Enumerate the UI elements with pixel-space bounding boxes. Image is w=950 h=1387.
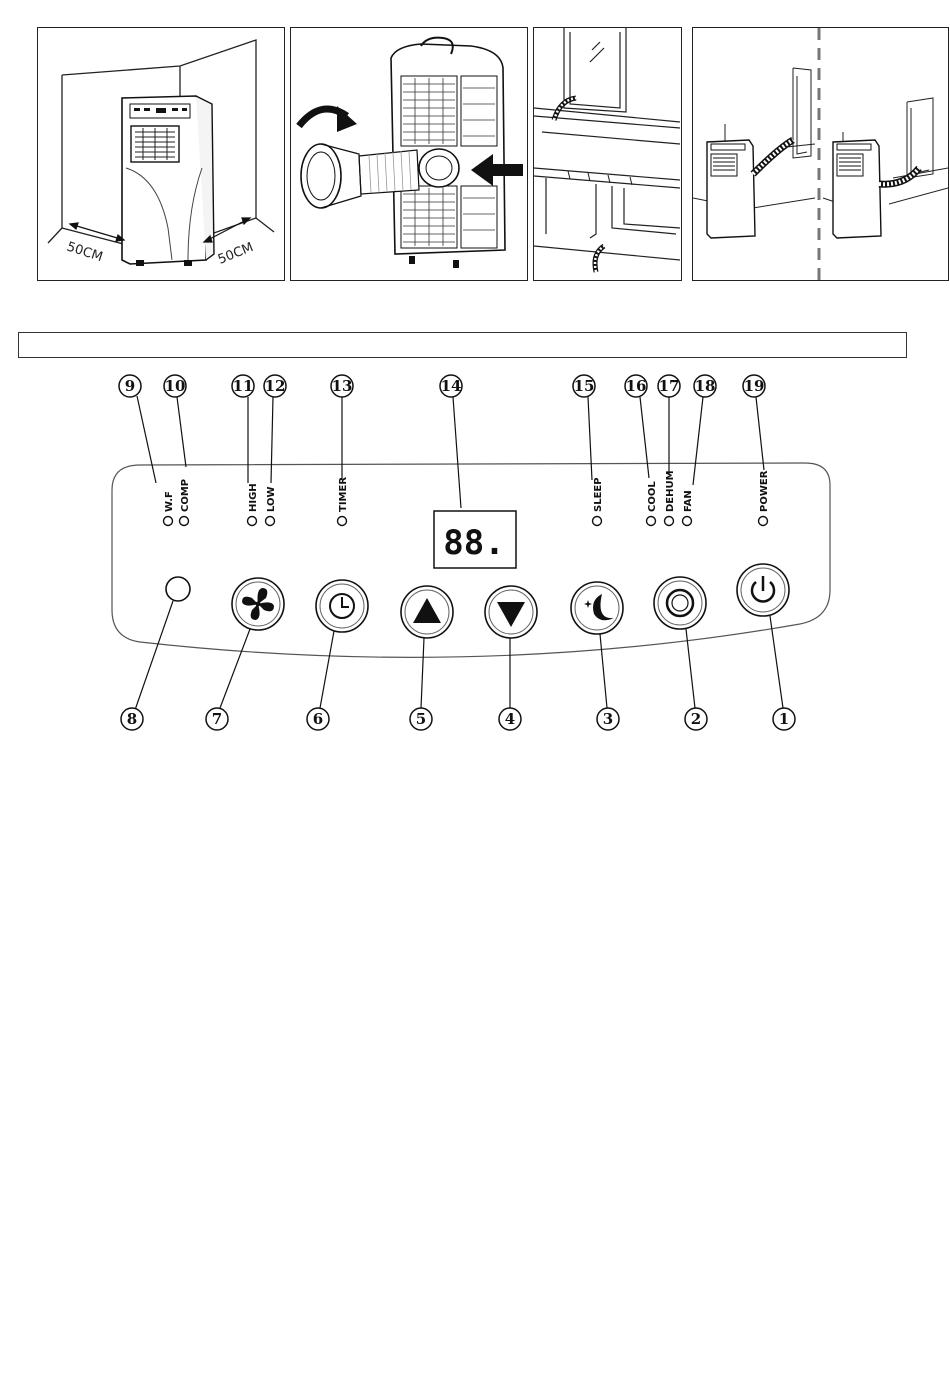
svg-text:12: 12 [265,377,286,395]
control-panel-diagram: 9 10 11 12 13 14 15 16 17 [0,360,950,740]
clearance-left-label: 50CM [65,240,105,266]
svg-text:1: 1 [779,710,789,728]
svg-text:SLEEP: SLEEP [593,477,604,512]
svg-text:16: 16 [626,377,647,395]
svg-text:LOW: LOW [266,486,277,512]
figure-exhaust-install [290,27,528,281]
svg-text:HIGH: HIGH [248,483,259,512]
svg-text:2: 2 [691,710,701,728]
svg-text:10: 10 [165,377,186,395]
up-button[interactable] [401,586,453,638]
svg-text:88.: 88. [443,523,504,563]
rotate-arrowhead-icon [337,106,357,132]
figure-placement: 50CM 50CM [37,27,285,281]
svg-text:POWER: POWER [759,470,770,512]
svg-text:W.F: W.F [164,491,175,512]
drain-hose-lower [595,246,604,272]
svg-text:17: 17 [659,377,680,395]
clearance-right-label: 50CM [216,240,256,268]
svg-text:DEHUM: DEHUM [665,470,676,512]
svg-text:13: 13 [332,377,353,395]
figure-window-detail [533,27,682,281]
svg-text:5: 5 [416,710,426,728]
svg-text:FAN: FAN [683,490,694,512]
callout-19: 19 [743,375,765,470]
down-button[interactable] [485,586,537,638]
digital-display: 88. [434,511,516,568]
mode-button[interactable] [654,577,706,629]
callout-17: 17 [658,375,680,474]
svg-text:8: 8 [127,710,137,728]
figure-hose-routing [692,27,949,281]
receiver-button[interactable] [166,577,190,601]
unit-left [707,140,793,238]
fan-speed-button[interactable] [232,578,284,630]
unit-right [833,140,919,238]
svg-text:11: 11 [233,377,254,395]
power-button[interactable] [737,564,789,616]
svg-text:9: 9 [125,377,135,395]
section-title-bar [18,332,907,358]
callout-16: 16 [625,375,649,478]
svg-text:18: 18 [695,377,716,395]
svg-text:4: 4 [505,710,515,728]
callout-2: 2 [685,629,707,730]
svg-text:COMP: COMP [180,479,191,512]
svg-text:COOL: COOL [647,481,658,512]
air-conditioner-unit [122,96,214,266]
callout-1: 1 [770,616,795,730]
svg-text:19: 19 [744,377,765,395]
svg-text:6: 6 [313,710,323,728]
timer-button[interactable] [316,580,368,632]
svg-text:7: 7 [212,710,222,728]
svg-text:15: 15 [574,377,595,395]
sleep-button[interactable] [571,582,623,634]
svg-text:TIMER: TIMER [338,477,349,512]
svg-text:3: 3 [603,710,613,728]
svg-text:14: 14 [441,377,462,395]
callout-10: 10 [164,375,186,467]
